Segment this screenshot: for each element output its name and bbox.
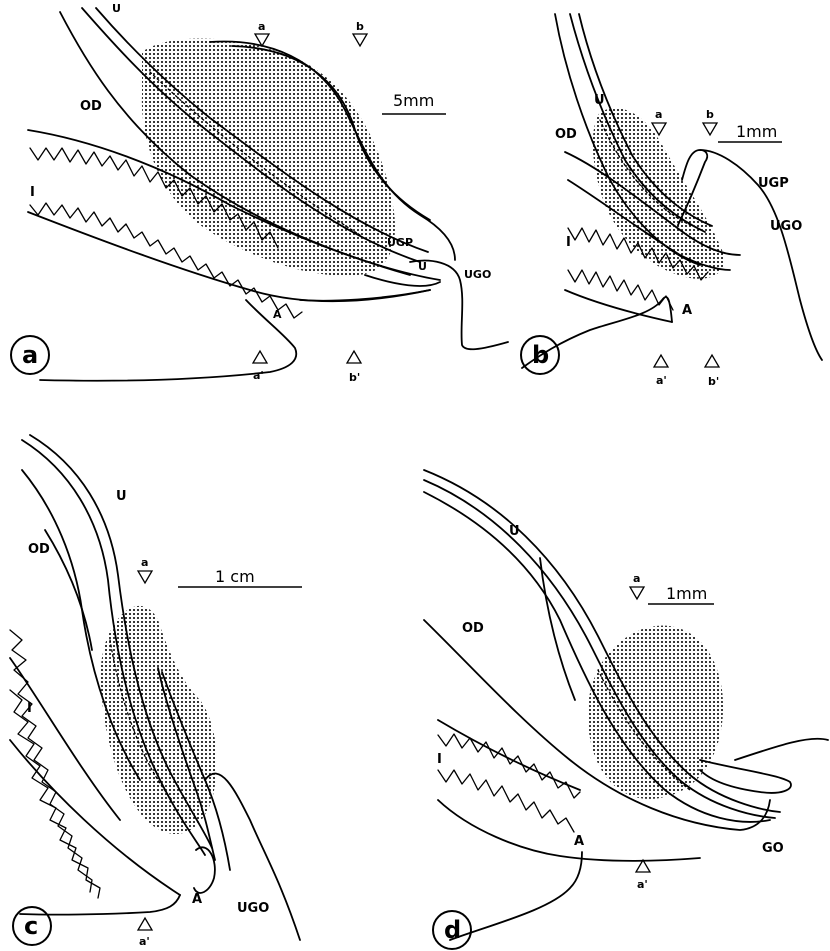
panel-d-scale-label: 1mm [666,584,707,603]
panel-c-letter: c [24,912,38,940]
panel-c: 1 cm U OD I A UGO a a' c [10,435,302,948]
panel-c-scale-label: 1 cm [215,567,255,586]
panel-a-marker-b-prime: b' [349,371,360,384]
panel-d-marker-a-prime: a' [637,878,648,891]
panel-a-label-od: OD [80,99,102,114]
panel-b-label-ugo: UGO [770,219,802,234]
panel-d-letter: d [444,916,461,944]
panel-d-label-u: U [509,524,520,539]
panel-b-label-a: A [682,303,692,318]
panel-a-label-u2: U [418,260,427,273]
panel-b-label-ugp: UGP [758,176,789,191]
panel-b-scale-label: 1mm [736,122,777,141]
panel-c-marker-a: a [141,556,148,569]
panel-d-label-go: GO [762,841,784,856]
panel-a-label-ugp: UGP [387,236,413,249]
panel-d-marker-a: a [633,572,640,585]
panel-b-marker-b: b [706,108,714,121]
panel-a: 5mm U OD I UGP U UGO A a b a' b' a [11,2,508,384]
panel-a-marker-a: a [258,20,265,33]
panel-c-label-od: OD [28,542,50,557]
panel-b-letter: b [532,341,549,369]
panel-a-marker-a-prime: a' [253,369,264,382]
panel-a-label-a: A [273,308,282,321]
panel-c-label-ugo: UGO [237,901,269,916]
panel-a-marker-b: b [356,20,364,33]
panel-d: 1mm U OD I A GO a a' d [424,470,828,949]
panel-b-label-od: OD [555,127,577,142]
panel-c-marker-a-prime: a' [139,935,150,948]
panel-a-letter: a [22,341,38,369]
panel-d-label-od: OD [462,621,484,636]
panel-b-marker-b-prime: b' [708,375,719,388]
panel-d-label-a: A [574,834,584,849]
panel-c-label-a: A [192,892,202,907]
panel-a-label-i: I [30,185,35,200]
panel-a-label-ugo: UGO [464,268,491,281]
panel-b-marker-a-prime: a' [656,374,667,387]
panel-b-marker-a: a [655,108,662,121]
panel-c-label-i: I [27,701,32,716]
panel-c-label-u: U [116,489,127,504]
panel-a-label-u: U [112,2,121,15]
panel-a-scale-label: 5mm [393,91,434,110]
panel-b: 1mm U OD UGP UGO I A a b a' b' b [521,14,822,388]
panel-b-label-i: I [566,235,571,250]
panel-d-label-i: I [437,752,442,767]
panel-b-label-u: U [594,93,605,108]
panel-a-stipple [142,39,395,276]
